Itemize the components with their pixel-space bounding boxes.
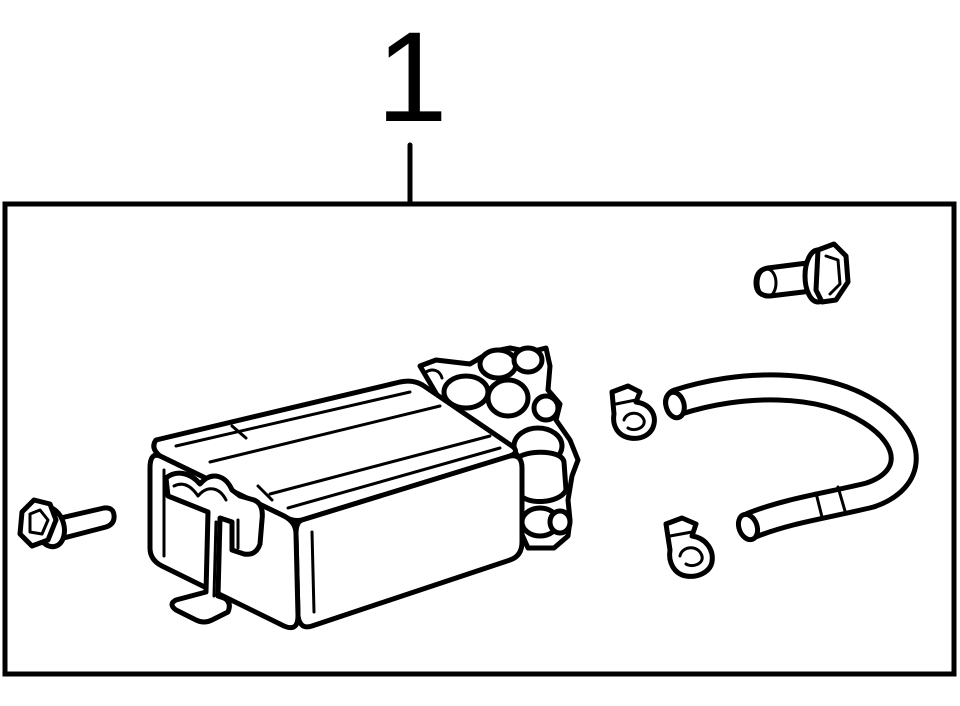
callout-number: 1 <box>376 6 448 149</box>
mounting-bolt-top-right-icon[interactable] <box>753 241 851 305</box>
canister-mounting-bracket <box>163 470 265 625</box>
hose-clamp-lower-icon[interactable] <box>663 515 715 579</box>
canister-port-cluster <box>417 345 581 551</box>
vent-hose-icon[interactable] <box>663 372 919 543</box>
mounting-bolt-left-icon[interactable] <box>17 497 117 550</box>
assembly-frame <box>2 201 957 677</box>
hose-clamp-upper-icon[interactable] <box>609 383 657 441</box>
charcoal-canister-icon[interactable] <box>147 345 581 631</box>
